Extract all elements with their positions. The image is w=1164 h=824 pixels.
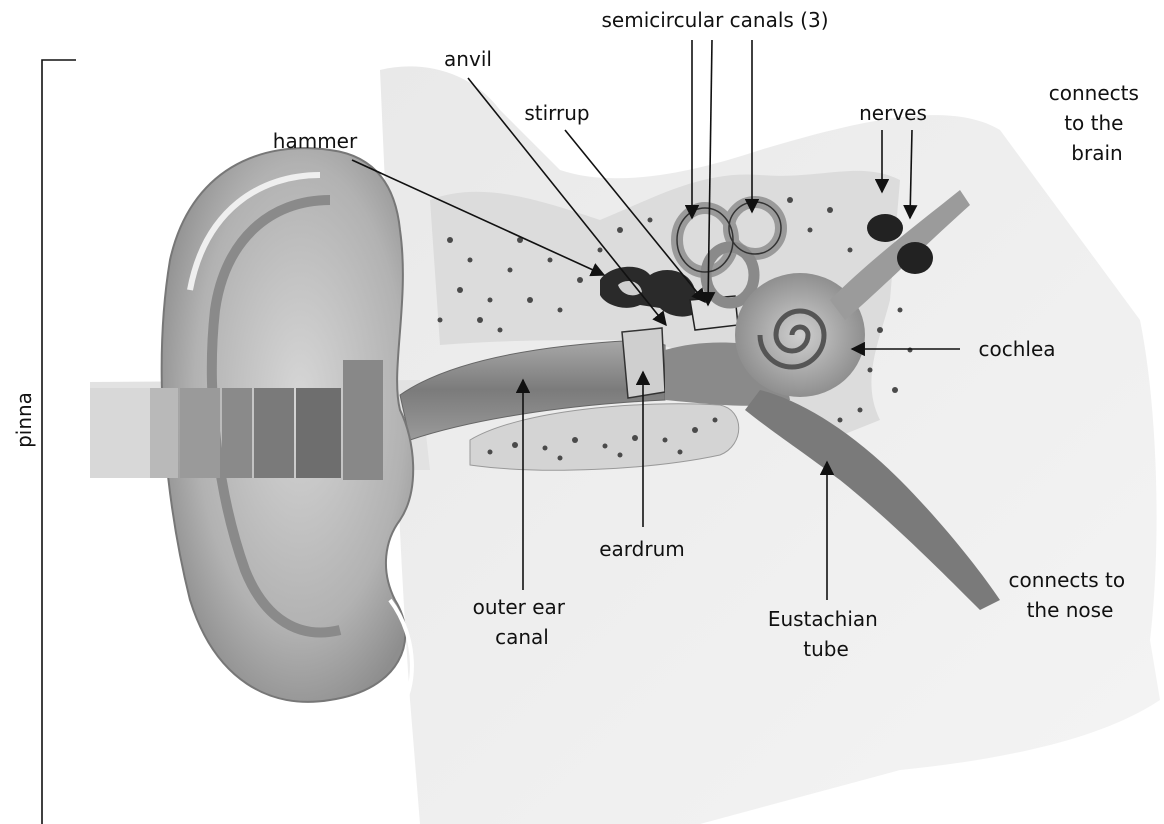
nerve-ganglion-2 (897, 242, 933, 274)
pinna-bracket (42, 60, 76, 824)
label-hammer: hammer (273, 129, 358, 153)
label-eardrum: eardrum (599, 537, 685, 561)
label-semicircular-canals: semicircular canals (3) (601, 8, 828, 32)
label-pinna: pinna (12, 392, 36, 448)
label-connects-brain: connects to the brain (1049, 81, 1146, 165)
nerve-ganglion-1 (867, 214, 903, 242)
label-nerves: nerves (859, 101, 927, 125)
label-cochlea: cochlea (978, 337, 1055, 361)
label-stirrup: stirrup (524, 101, 589, 125)
label-anvil: anvil (444, 47, 492, 71)
illustration (90, 66, 1160, 824)
